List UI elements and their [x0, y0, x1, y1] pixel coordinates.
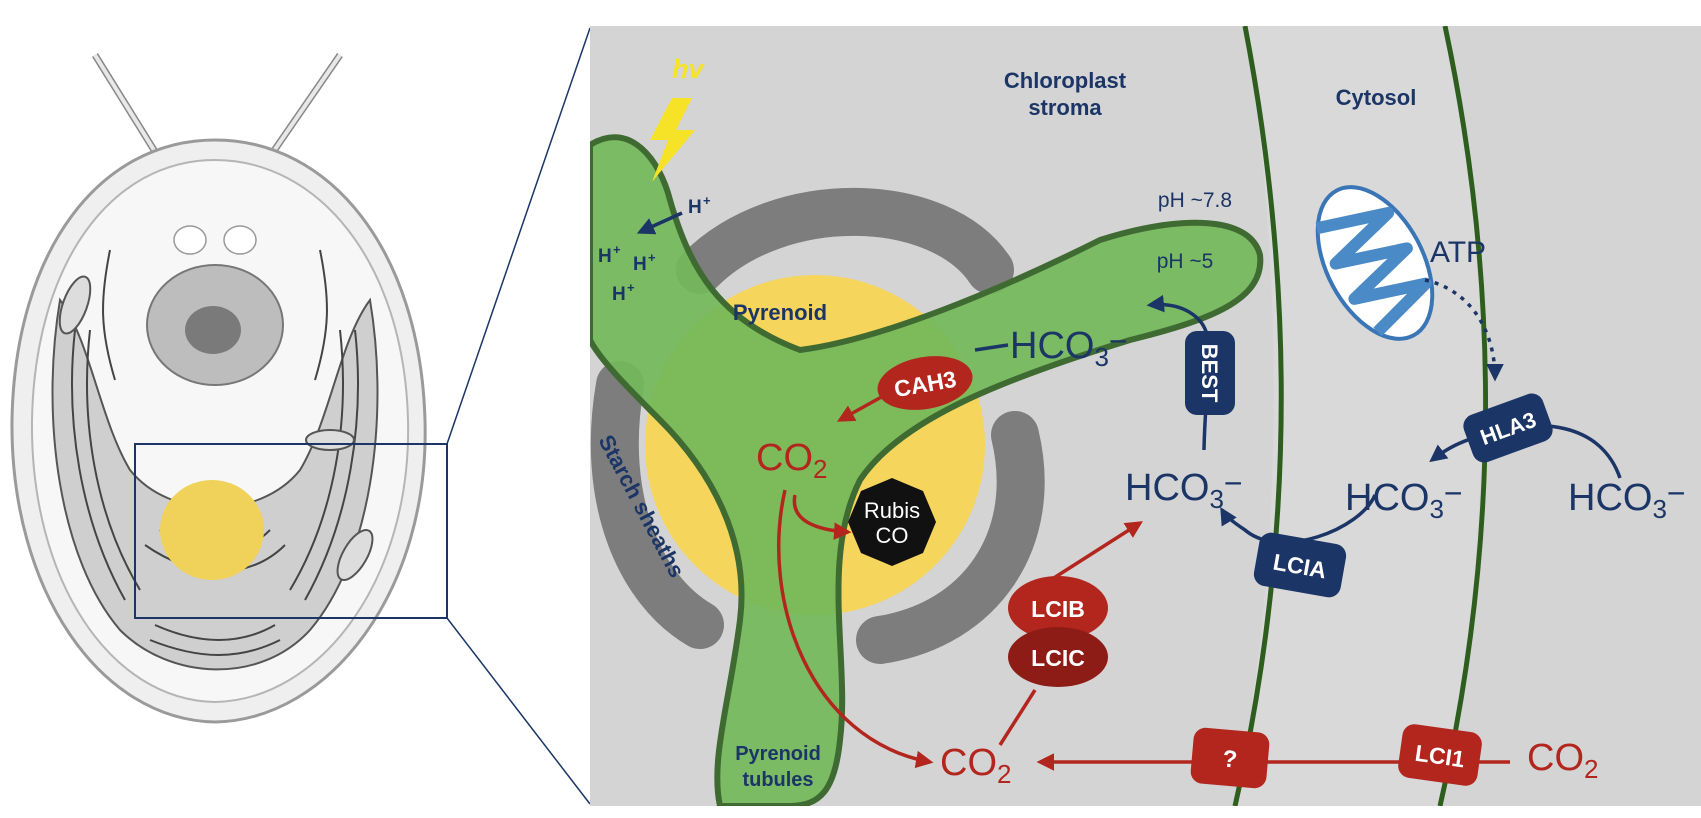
thylakoid-stripes: [71, 249, 359, 656]
svg-text:+: +: [648, 250, 656, 265]
svg-text:HCO3−: HCO3−: [1568, 475, 1686, 524]
cah3-protein: CAH3: [877, 356, 973, 410]
starch-sheath-top: [676, 187, 1014, 294]
svg-text:+: +: [613, 242, 621, 257]
bicarbonate-stroma: HCO3−: [1125, 465, 1243, 514]
proton-1: H +: [688, 193, 711, 218]
lci1-protein: LCI1: [1398, 724, 1482, 786]
unknown-transporter: ?: [1190, 727, 1270, 789]
svg-text:H: H: [598, 246, 612, 267]
co2-outside: CO2: [1527, 737, 1598, 784]
unknown-label: ?: [1221, 745, 1238, 773]
best-label: BEST: [1197, 344, 1222, 403]
zoom-box: [134, 443, 448, 619]
pyrenoid-tubules-label-1: Pyrenoid: [735, 743, 821, 765]
co2-stroma: CO2: [940, 742, 1011, 789]
svg-text:HCO3−: HCO3−: [1345, 475, 1463, 524]
atp-label: ATP: [1430, 236, 1486, 269]
bicarbonate-outside: HCO3−: [1568, 475, 1686, 524]
cell-illustration: [10, 53, 448, 724]
hla3-protein: HLA3: [1463, 393, 1553, 463]
pyrenoid-label: Pyrenoid: [733, 300, 827, 325]
starch-sheath-right: [856, 411, 1045, 664]
svg-text:+: +: [627, 280, 635, 295]
lcib-lcic-complex: LCIB LCIC: [1008, 576, 1108, 687]
svg-text:H: H: [612, 284, 626, 305]
chloroplast-stroma-label-1: Chloroplast: [1004, 68, 1127, 93]
plasma-membrane: [1437, 26, 1489, 806]
bicarbonate-lumen: HCO3−: [1010, 323, 1128, 372]
rubisco: Rubis CO: [848, 478, 936, 566]
lcic-label: LCIC: [1031, 645, 1085, 671]
proton-4: H +: [612, 280, 635, 305]
best-protein: BEST: [1185, 331, 1235, 415]
proton-2: H +: [598, 242, 621, 267]
proton-3: H +: [633, 250, 656, 275]
lcib-label: LCIB: [1031, 596, 1085, 622]
pyrenoid-tubules-label-2: tubules: [742, 769, 813, 791]
nucleolus: [185, 306, 241, 354]
zoom-lines: [446, 27, 591, 805]
ph-stroma-label: pH ~7.8: [1158, 189, 1232, 212]
chloroplast-cup: [51, 297, 379, 671]
hv-label: hv: [672, 54, 705, 84]
svg-text:HCO3−: HCO3−: [1010, 323, 1128, 372]
starch-sheath-left: [590, 361, 724, 649]
chloroplast-stroma-label-2: stroma: [1028, 95, 1102, 120]
svg-text:CO2: CO2: [756, 437, 827, 484]
svg-text:H: H: [633, 254, 647, 275]
rubisco-label-1: Rubis: [864, 498, 920, 523]
zoom-panel: CAH3 BEST HLA3 LCIA LCIB LCIC ?: [590, 26, 1701, 806]
svg-text:CO2: CO2: [940, 742, 1011, 789]
chloroplast-membrane: [1232, 26, 1284, 806]
co2-pyrenoid: CO2: [756, 437, 827, 484]
svg-text:H: H: [688, 197, 702, 218]
svg-text:CO2: CO2: [1527, 737, 1598, 784]
cytosol-label: Cytosol: [1336, 85, 1417, 110]
rubisco-label-2: CO: [876, 523, 909, 548]
lightning-icon: [650, 98, 695, 182]
thylakoid-network: [590, 134, 1264, 806]
lcia-protein: LCIA: [1253, 532, 1347, 598]
svg-text:+: +: [703, 193, 711, 208]
svg-text:HCO3−: HCO3−: [1125, 465, 1243, 514]
ph-lumen-label: pH ~5: [1157, 250, 1214, 273]
bicarbonate-cytosol: HCO3−: [1345, 475, 1463, 524]
mitochondrion: [1315, 185, 1435, 341]
cell-pyrenoid: [160, 480, 264, 580]
